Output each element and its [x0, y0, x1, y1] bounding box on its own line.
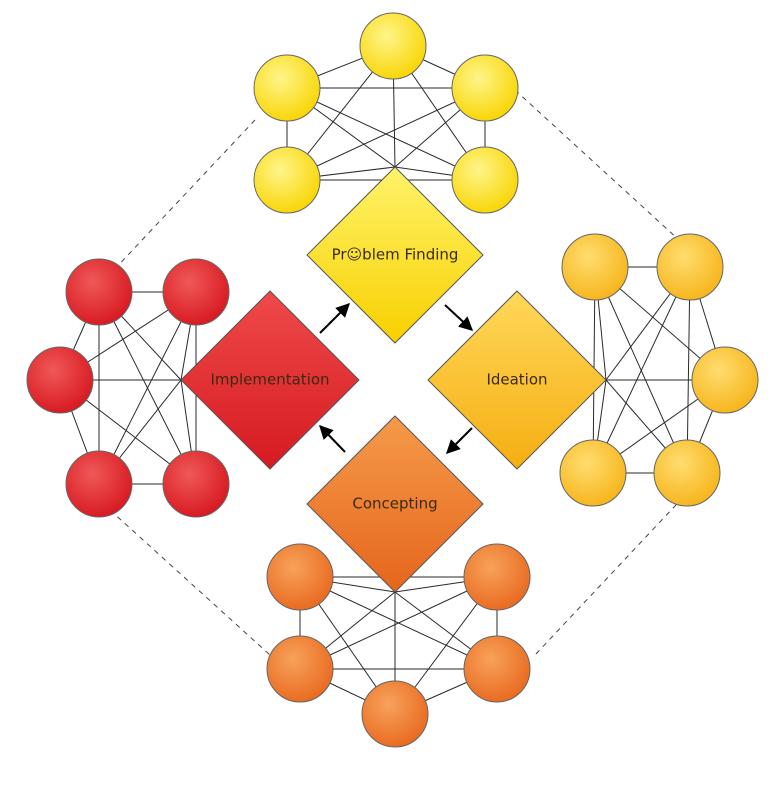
- top-cluster-node-5: [451, 146, 519, 214]
- top-cluster-node-2: [253, 54, 321, 122]
- arrow-implementation-to-problem: [319, 303, 350, 334]
- top-cluster-node-1: [359, 12, 427, 80]
- arrow-concepting-to-implementation: [319, 424, 346, 453]
- step-ideation[interactable]: Ideation: [427, 290, 607, 470]
- left-cluster-node-2: [162, 258, 230, 326]
- bottom-cluster-node-4: [463, 635, 531, 703]
- left-cluster-edge: [98, 291, 197, 485]
- right-cluster-edge: [592, 266, 691, 474]
- bottom-cluster-node-5: [361, 680, 429, 748]
- bottom-cluster-node-1: [266, 543, 334, 611]
- flow-arrows: [319, 303, 474, 454]
- left-cluster-node-1: [65, 258, 133, 326]
- top-cluster-node-3: [451, 54, 519, 122]
- bottom-cluster-node-2: [463, 543, 531, 611]
- arrow-problem-to-ideation: [444, 304, 474, 331]
- right-cluster-node-2: [656, 233, 724, 301]
- right-cluster-node-1: [561, 233, 629, 301]
- arrow-ideation-to-concepting: [446, 427, 473, 454]
- bottom-cluster-edge: [299, 576, 498, 670]
- top-cluster-edge: [286, 87, 486, 181]
- left-cluster-node-4: [65, 450, 133, 518]
- step-problem-finding[interactable]: Pr☺blem Finding: [306, 166, 484, 344]
- step-label-implementation: Implementation: [210, 371, 329, 389]
- step-implementation[interactable]: Implementation: [180, 290, 360, 470]
- right-cluster-node-3: [691, 346, 759, 414]
- step-concepting[interactable]: Concepting: [306, 415, 484, 593]
- right-cluster-node-4: [559, 439, 627, 507]
- right-cluster-node-5: [653, 439, 721, 507]
- step-label-ideation: Ideation: [486, 371, 547, 389]
- process-steps: Pr☺blem Finding Ideation Concepting Impl…: [180, 166, 607, 593]
- left-cluster-node-5: [162, 450, 230, 518]
- step-label-problem-finding: Pr☺blem Finding: [332, 246, 459, 264]
- cluster-nodes: [26, 12, 759, 748]
- dashed-outline: [94, 89, 691, 656]
- left-cluster-node-3: [26, 346, 94, 414]
- step-label-concepting: Concepting: [352, 495, 437, 513]
- bottom-cluster-node-3: [266, 635, 334, 703]
- right-cluster-edge: [686, 266, 691, 474]
- top-cluster-node-4: [253, 146, 321, 214]
- cluster-edges: [59, 45, 726, 715]
